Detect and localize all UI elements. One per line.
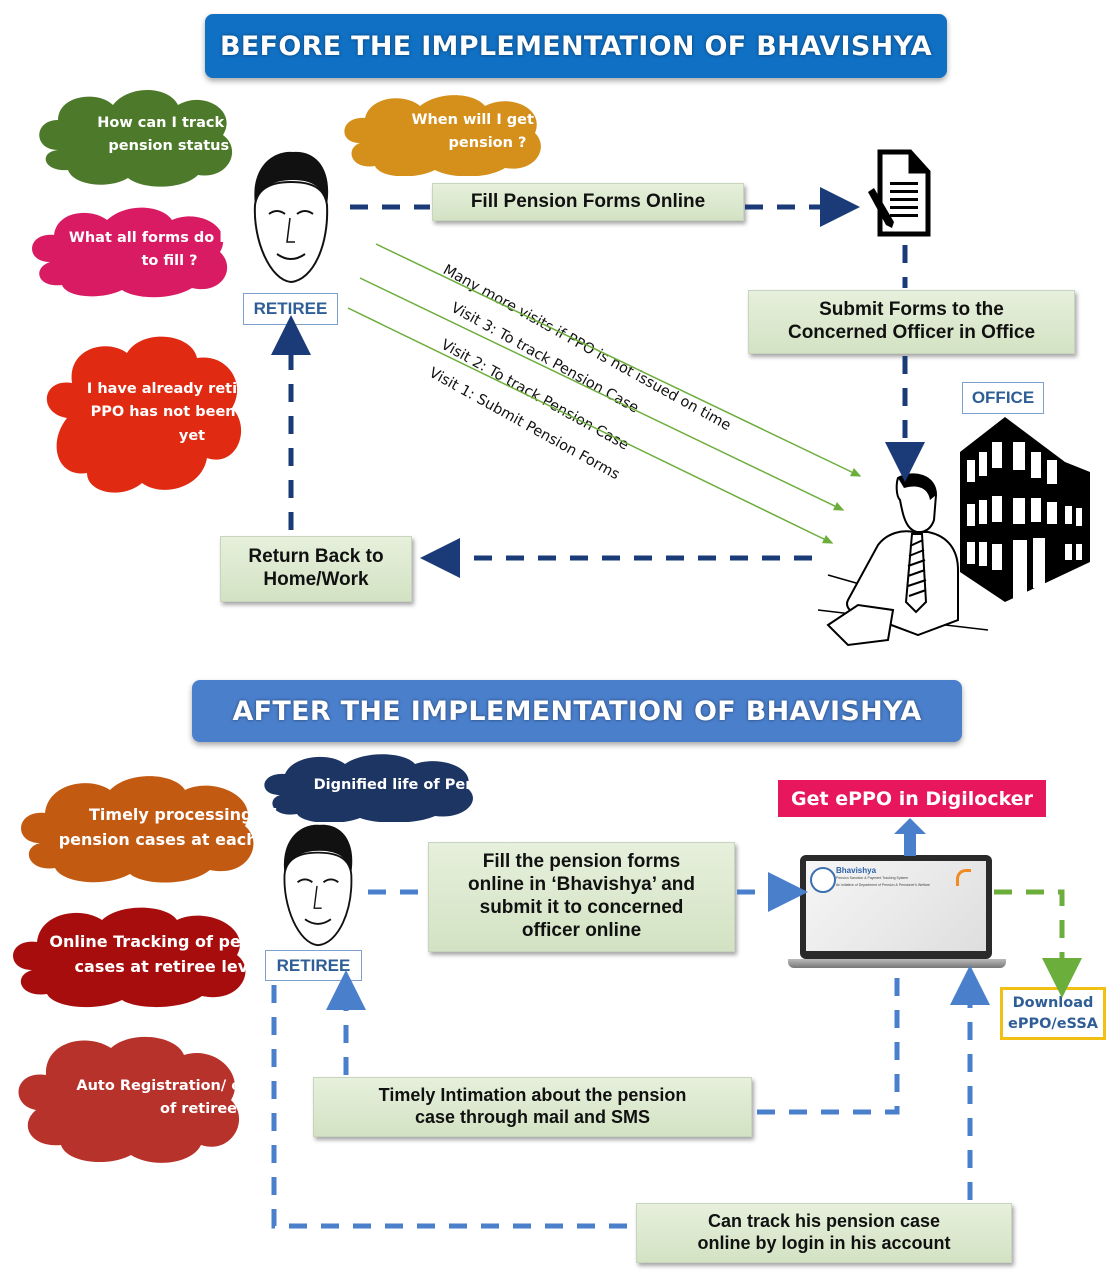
cloud-when-pension: When will I get my pension ? (335, 88, 564, 177)
office-officer-icon (817, 470, 989, 650)
cloud-shape (21, 776, 254, 883)
cloud-shape (46, 336, 242, 493)
cloud-shape (13, 907, 246, 1008)
digital-india-logo-icon (956, 869, 971, 886)
cloud-auto-registration: Auto Registration/ enrollment of retiree (6, 1030, 321, 1165)
visit-line-3 (359, 277, 845, 511)
visit-lines (347, 243, 862, 544)
fill-online-bhavishya-step: Fill the pension forms online in ‘Bhavis… (428, 842, 735, 952)
timely-intimation-step: Timely Intimation about the pension case… (313, 1077, 752, 1137)
arrow-laptop-to-download (994, 889, 1082, 998)
bhavishya-logo-icon (810, 867, 836, 893)
office-building-icon (955, 412, 1095, 602)
retiree-face-icon (272, 823, 362, 948)
before-arrows (271, 187, 925, 578)
track-online-step: Can track his pension case online by log… (636, 1203, 1012, 1263)
fill-pension-forms-online-step: Fill Pension Forms Online (432, 183, 744, 221)
visit-line-2 (347, 307, 834, 544)
after-arrows (271, 872, 990, 1229)
cloud-shape (39, 90, 233, 187)
return-home-step: Return Back to Home/Work (220, 536, 412, 602)
cloud-shape (18, 1036, 240, 1163)
visit-line-4 (375, 243, 862, 477)
retiree-label: RETIREE (265, 950, 362, 981)
cloud-shape (32, 207, 228, 298)
cloud-what-forms: What all forms do I need to fill ? (22, 200, 270, 300)
cloud-ppo-not-issued: I have already retired but PPO has not b… (32, 328, 297, 498)
after-title-banner: AFTER THE IMPLEMENTATION OF BHAVISHYA (192, 680, 962, 742)
retiree-face-icon (245, 150, 335, 285)
office-label: OFFICE (962, 382, 1044, 414)
laptop-icon: Bhavishya Pension Sanction & Payment Tra… (788, 855, 1006, 970)
arrow-retiree-to-track (271, 985, 634, 1229)
document-pen-icon (866, 148, 932, 238)
laptop-screen: Bhavishya Pension Sanction & Payment Tra… (806, 861, 986, 951)
cloud-shape (264, 754, 473, 823)
arrow-laptop-to-intimation (753, 978, 900, 1115)
digilocker-arrow (894, 818, 926, 856)
submit-forms-step: Submit Forms to the Concerned Officer in… (748, 290, 1075, 354)
cloud-track-status: How can I track my pension status ? (28, 80, 254, 190)
cloud-timely-processing: Timely processing of pension cases at ea… (10, 768, 306, 888)
download-eppo-essa: Download ePPO/eSSA (1000, 987, 1106, 1040)
get-eppo-digilocker: Get ePPO in Digilocker (778, 780, 1046, 817)
before-title-banner: BEFORE THE IMPLEMENTATION OF BHAVISHYA (205, 14, 947, 78)
cloud-online-tracking: Online Tracking of pension cases at reti… (2, 900, 290, 1010)
cloud-shape (344, 95, 541, 177)
cloud-dignified-life: Dignified life of Pensioner (255, 750, 526, 823)
